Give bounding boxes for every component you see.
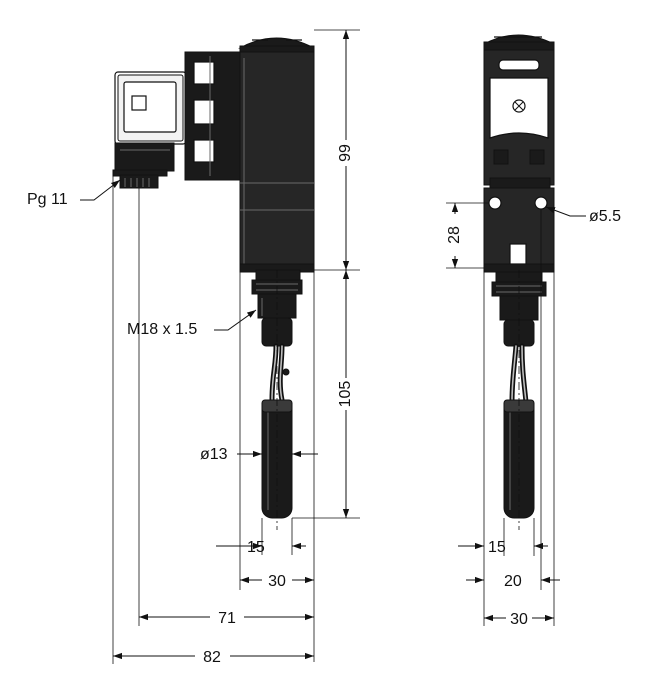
dim-height-lower: 105 [337,381,354,408]
dim-float-width: 15 [247,539,265,556]
connector-plug [112,71,187,189]
dim-side-float-width: 15 [488,539,506,556]
dim-hole-spacing: 28 [446,226,463,244]
dim-side-width: 30 [510,611,528,628]
callout-thread: M18 x 1.5 [127,321,197,338]
side-mount-plate [483,187,555,273]
connector-housing [184,51,242,181]
dim-height-upper: 99 [337,144,354,162]
front-top-cap [238,37,315,54]
side-dimensions: 28 ø5.5 15 20 30 [446,202,621,628]
dim-float-diameter: ø13 [200,446,228,463]
cable-gland [119,174,159,189]
dim-depth-82: 82 [203,649,221,666]
callout-cable-gland: Pg 11 [27,191,68,208]
dim-depth-71: 71 [218,610,236,627]
side-wires [509,343,529,405]
dim-body-width: 30 [268,573,286,590]
mount-hole-right [534,196,548,210]
side-top-cap [483,34,555,51]
front-body [239,51,315,273]
side-view [483,34,555,530]
front-dimensions: 99 105 ø13 15 30 71 82 Pg 11 [27,29,360,666]
side-housing [483,49,555,191]
front-view [112,37,315,530]
dim-hole-diameter: ø5.5 [589,208,621,225]
dim-side-inner-width: 20 [504,573,522,590]
mount-hole-left [488,196,502,210]
connector-square-icon [131,95,147,111]
front-wires [269,343,290,403]
